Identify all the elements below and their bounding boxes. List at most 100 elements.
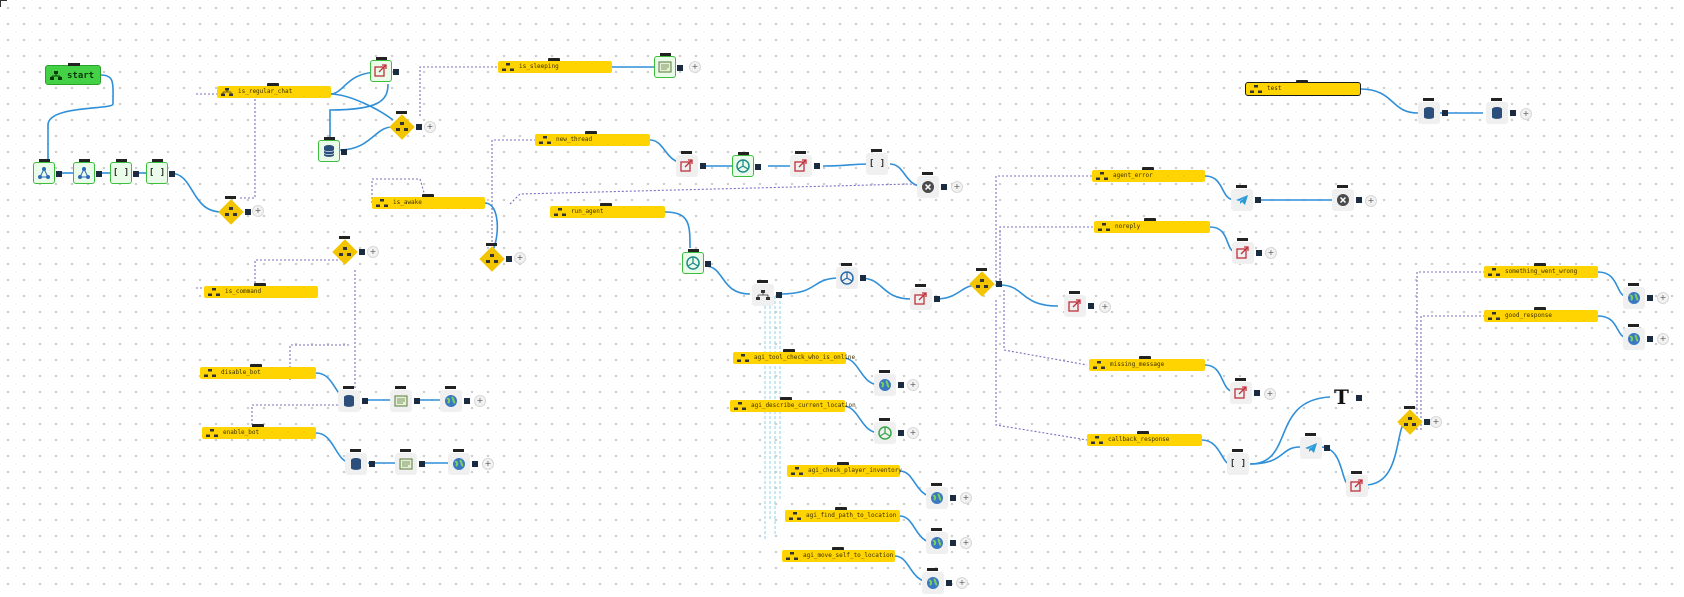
openai-node[interactable] [682, 249, 711, 274]
openai-node[interactable] [874, 418, 904, 444]
output-port[interactable] [341, 149, 347, 155]
branch-label-agent-error[interactable]: agent_error [1092, 167, 1205, 182]
template-node[interactable] [395, 449, 425, 475]
add-node-button[interactable]: + [907, 427, 919, 439]
output-port[interactable] [898, 430, 904, 436]
add-node-button[interactable]: + [1099, 301, 1111, 313]
http-request-node[interactable] [448, 449, 478, 475]
branch-label-agi-find-path-to-location[interactable]: agi_find_path_to_location [785, 507, 900, 522]
add-node-button[interactable]: + [1430, 416, 1442, 428]
output-port[interactable] [96, 171, 102, 177]
http-request-node[interactable] [926, 483, 956, 509]
branch-label-callback-response[interactable]: callback_response [1087, 431, 1202, 446]
add-node-button[interactable]: + [1265, 247, 1277, 259]
code-node[interactable] [370, 57, 399, 82]
output-port[interactable] [414, 398, 420, 404]
http-request-node[interactable] [922, 568, 952, 594]
array-node[interactable]: [ ] [866, 149, 888, 175]
switch-node[interactable] [389, 111, 422, 140]
output-port[interactable] [677, 65, 683, 71]
branch-label-is-awake[interactable]: is_awake [372, 194, 485, 209]
branch-label-agi-describe-current-location[interactable]: agi_describe_current_location [730, 397, 856, 412]
openai-node[interactable] [732, 152, 761, 177]
add-node-button[interactable]: + [252, 205, 264, 217]
code-node[interactable] [1230, 378, 1260, 404]
add-node-button[interactable]: + [367, 246, 379, 258]
code-node[interactable] [790, 151, 820, 177]
output-port[interactable] [1324, 445, 1330, 451]
add-node-button[interactable]: + [1365, 195, 1377, 207]
output-port[interactable] [133, 171, 139, 177]
start-node[interactable]: start [45, 63, 101, 85]
output-port[interactable] [416, 124, 422, 130]
branch-label-agi-check-player-inventory[interactable]: agi_check_player_inventory [787, 462, 902, 477]
output-port[interactable] [996, 281, 1002, 287]
output-port[interactable] [934, 296, 940, 302]
output-port[interactable] [860, 275, 866, 281]
output-port[interactable] [1256, 250, 1262, 256]
code-node[interactable] [1346, 471, 1368, 497]
telegram-node[interactable] [1231, 185, 1261, 211]
output-port[interactable] [1254, 390, 1260, 396]
output-port[interactable] [56, 171, 62, 177]
branch-label-agi-tool-check-who-is-online[interactable]: agi_tool_check_who_is_online [733, 349, 855, 364]
database-node[interactable] [345, 449, 375, 475]
database-node[interactable] [1486, 98, 1516, 124]
add-node-button[interactable]: + [956, 577, 968, 589]
branch-label-new-thread[interactable]: new_thread [535, 131, 650, 146]
add-node-button[interactable]: + [907, 379, 919, 391]
stop-node[interactable] [917, 172, 947, 198]
output-port[interactable] [1647, 336, 1653, 342]
output-port[interactable] [1356, 395, 1362, 401]
array-node-2[interactable]: [ ] [146, 159, 175, 184]
code-node[interactable] [676, 151, 706, 177]
branch-label-test[interactable]: test [1245, 80, 1361, 96]
add-node-button[interactable]: + [960, 537, 972, 549]
webhook-node[interactable] [33, 159, 62, 184]
add-node-button[interactable]: + [1264, 388, 1276, 400]
switch-node[interactable] [479, 243, 512, 272]
branch-label-good-response[interactable]: good_response [1484, 307, 1598, 322]
output-port[interactable] [941, 184, 947, 190]
code-node[interactable] [1232, 238, 1262, 264]
switch-node[interactable] [969, 268, 1002, 297]
text-node[interactable]: T [1334, 385, 1349, 409]
output-port[interactable] [359, 249, 365, 255]
output-port[interactable] [1647, 295, 1653, 301]
add-node-button[interactable]: + [960, 492, 972, 504]
output-port[interactable] [419, 461, 425, 467]
openai-node[interactable] [836, 263, 866, 289]
branch-label-agi-move-self-to-location[interactable]: agi_move_self_to_location [782, 547, 895, 562]
branch-label-noreply[interactable]: noreply [1094, 218, 1210, 233]
switch-node[interactable] [332, 236, 365, 265]
webhook-node-2[interactable] [73, 159, 102, 184]
output-port[interactable] [950, 495, 956, 501]
branch-label-run-agent[interactable]: run_agent [550, 203, 665, 218]
output-port[interactable] [700, 163, 706, 169]
output-port[interactable] [1356, 197, 1362, 203]
branch-label-something-went-wrong[interactable]: something_went_wrong [1484, 263, 1598, 278]
http-request-node[interactable] [440, 386, 470, 412]
output-port[interactable] [898, 382, 904, 388]
output-port[interactable] [1424, 419, 1430, 425]
output-port[interactable] [472, 461, 478, 467]
branch-label-is-sleeping[interactable]: is_sleeping [498, 58, 612, 73]
code-node[interactable] [910, 284, 940, 310]
http-request-node[interactable] [1623, 324, 1653, 350]
output-port[interactable] [369, 461, 375, 467]
branch-label-is-command[interactable]: is_command [204, 283, 318, 298]
add-node-button[interactable]: + [951, 181, 963, 193]
array-node[interactable]: [ ] [110, 159, 139, 184]
branch-label-missing-message[interactable]: missing_message [1089, 356, 1205, 371]
output-port[interactable] [950, 540, 956, 546]
add-node-button[interactable]: + [1520, 108, 1532, 120]
branch-label-is-regular-chat[interactable]: is_regular_chat [217, 83, 331, 98]
output-port[interactable] [705, 261, 711, 267]
add-node-button[interactable]: + [424, 121, 436, 133]
database-node[interactable] [338, 386, 368, 412]
output-port[interactable] [506, 256, 512, 262]
database-node[interactable] [1418, 98, 1448, 124]
output-port[interactable] [776, 292, 782, 298]
switch-node[interactable] [1397, 406, 1430, 435]
